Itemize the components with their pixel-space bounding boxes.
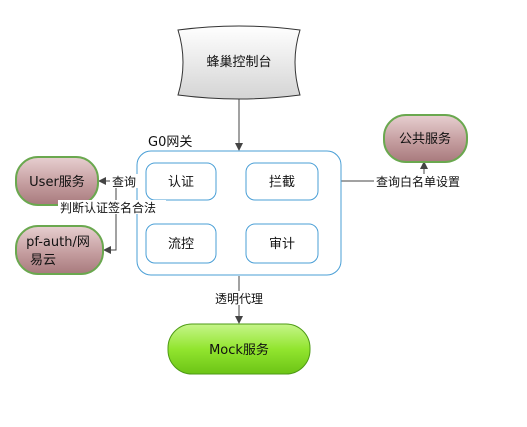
verify-signature-label: 判断认证签名合法 bbox=[60, 200, 156, 215]
audit-module-label: 审计 bbox=[269, 237, 295, 252]
user-service-label: User服务 bbox=[29, 174, 85, 190]
audit-module-box bbox=[245, 223, 319, 264]
intercept-module-box bbox=[245, 162, 319, 201]
console-node: 蜂巢控制台 bbox=[177, 25, 301, 100]
query-whitelist-label: 查询白名单设置 bbox=[376, 174, 460, 189]
pf-auth-shape bbox=[15, 225, 104, 275]
public-service-shape bbox=[383, 114, 468, 163]
console-shape bbox=[177, 25, 301, 100]
public-service-label: 公共服务 bbox=[399, 131, 451, 147]
mock-service-shape bbox=[167, 323, 311, 375]
query-label-bg bbox=[110, 174, 140, 188]
flow-control-module-box bbox=[145, 223, 217, 264]
pf-auth-label-line1: pf-auth/网 bbox=[26, 235, 90, 250]
flow-control-module-label: 流控 bbox=[168, 237, 194, 252]
intercept-module-label: 拦截 bbox=[269, 175, 295, 190]
query-whitelist-label-bg bbox=[374, 174, 470, 188]
auth-module: 认证 bbox=[145, 162, 217, 201]
transparent-proxy-label: 透明代理 bbox=[215, 292, 263, 306]
edge-auth-to-pf-auth bbox=[103, 181, 117, 254]
mock-service-node: Mock服务 bbox=[167, 323, 311, 375]
public-service-node: 公共服务 bbox=[383, 114, 468, 163]
auth-module-box bbox=[145, 162, 217, 201]
user-service-shape bbox=[15, 156, 99, 206]
flow-control-module: 流控 bbox=[145, 223, 217, 264]
console-label: 蜂巢控制台 bbox=[206, 55, 271, 70]
gateway-label: G0网关 bbox=[148, 135, 192, 150]
mock-service-label: Mock服务 bbox=[209, 342, 269, 358]
verify-signature-label-bg bbox=[58, 200, 166, 214]
user-service-node: User服务 bbox=[15, 156, 99, 206]
pf-auth-label-line2: 易云 bbox=[30, 253, 56, 268]
intercept-module: 拦截 bbox=[245, 162, 319, 201]
audit-module: 审计 bbox=[245, 223, 319, 264]
auth-module-label: 认证 bbox=[168, 175, 194, 190]
transparent-proxy-label-bg bbox=[209, 291, 269, 305]
query-label: 查询 bbox=[112, 175, 136, 189]
pf-auth-node: pf-auth/网 易云 bbox=[15, 225, 104, 275]
